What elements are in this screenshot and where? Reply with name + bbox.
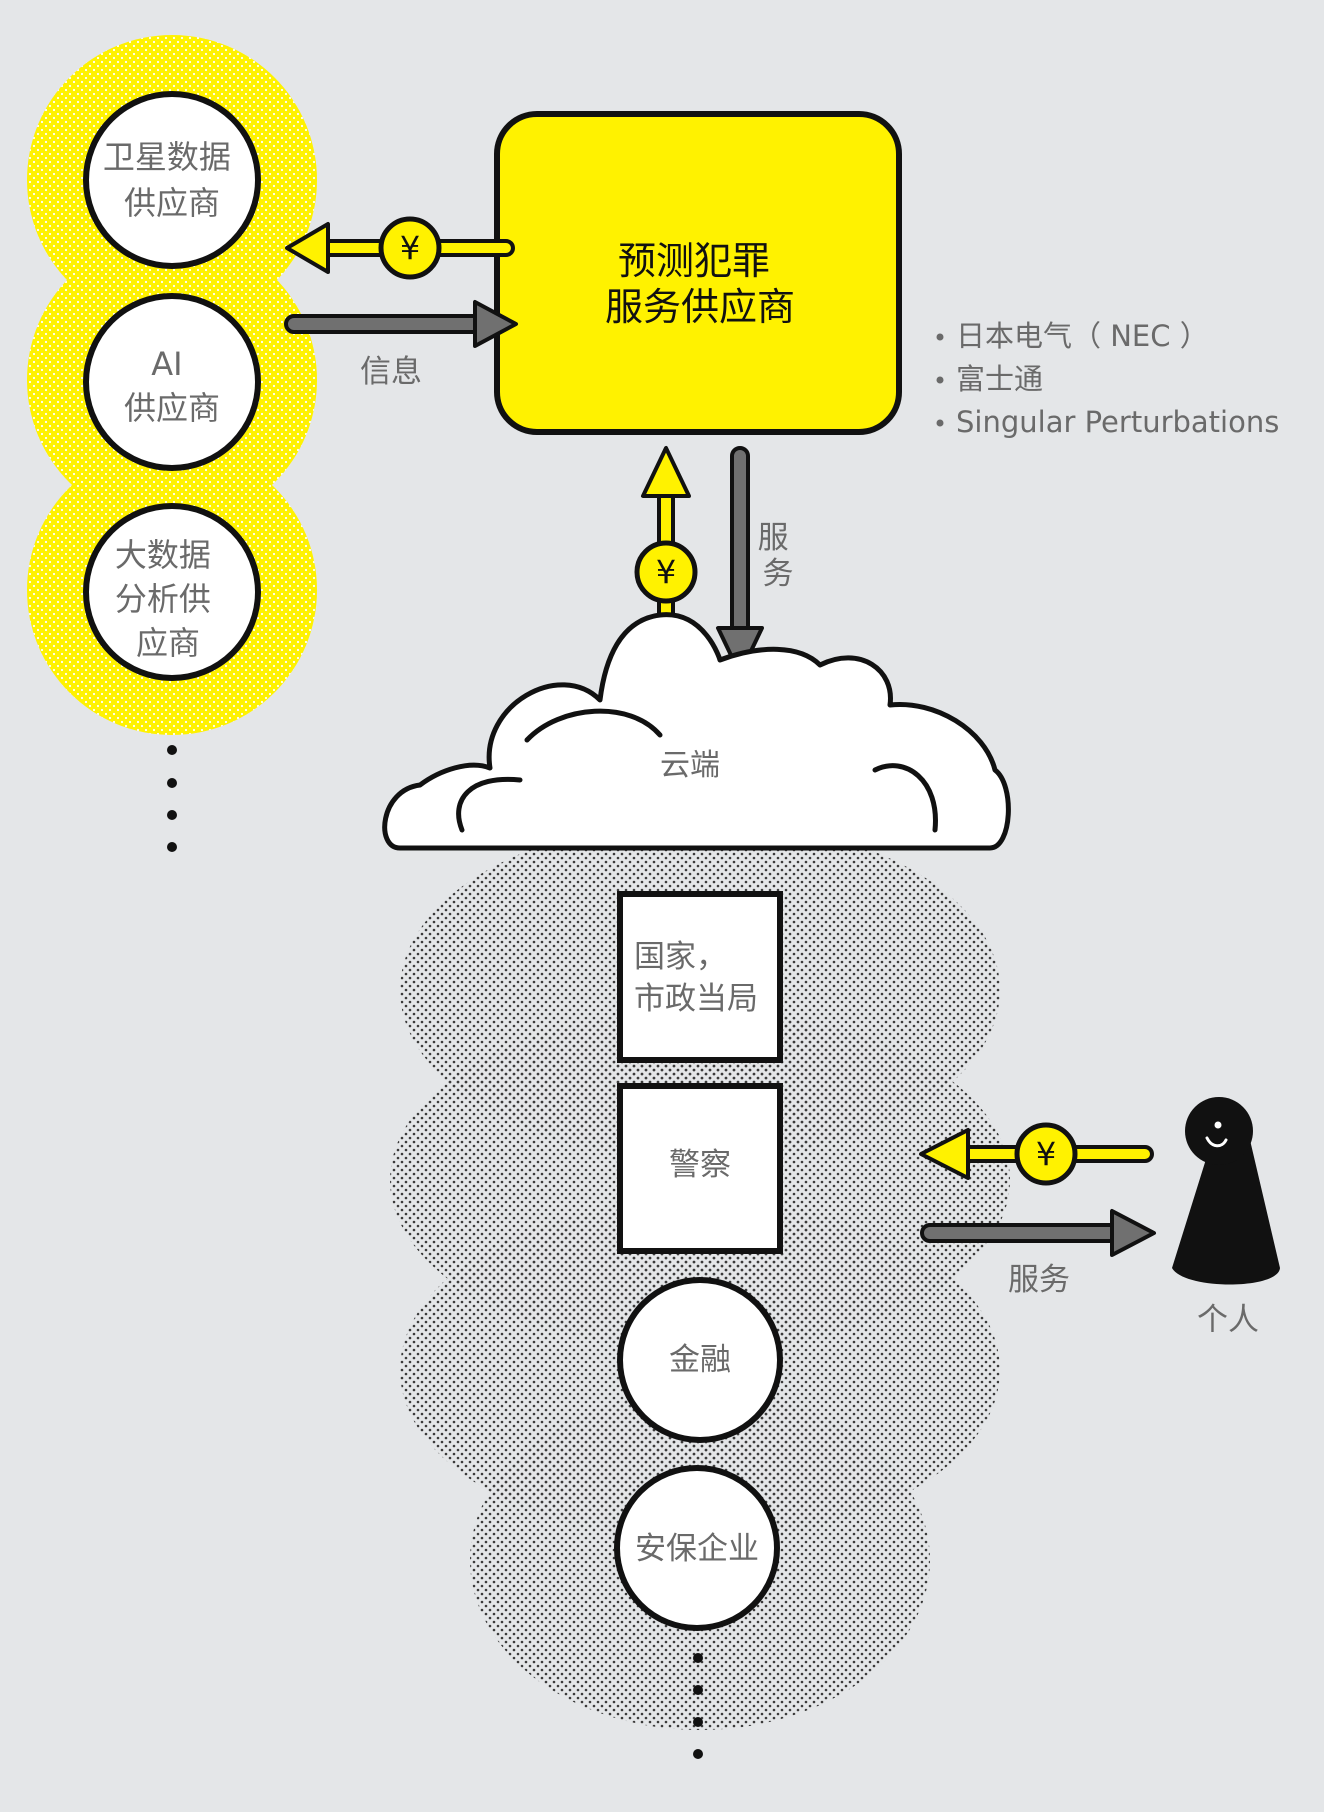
more-suppliers-ellipsis bbox=[167, 745, 177, 852]
payment-arrow-from-individual: ¥ bbox=[919, 1122, 1154, 1186]
cloud-label: 云端 bbox=[660, 748, 720, 783]
yen-coin-icon: ¥ bbox=[1014, 1122, 1078, 1186]
client-label-line: 警察 bbox=[669, 1147, 731, 1183]
supplier-label-line: 大数据 bbox=[115, 536, 211, 574]
provider-example: Singular Perturbations bbox=[956, 405, 1279, 439]
cloud-icon: 云端 bbox=[382, 612, 1011, 851]
client-label-line: 国家， bbox=[634, 939, 727, 975]
client-label-line: 金融 bbox=[669, 1342, 731, 1378]
provider-box: 预测犯罪 服务供应商 bbox=[494, 111, 902, 435]
payment-arrow-to-suppliers: ¥ bbox=[285, 216, 515, 280]
client-finance: 金融 bbox=[617, 1277, 783, 1443]
supplier-satellite-data: 卫星数据 供应商 bbox=[83, 91, 261, 269]
svg-text:¥: ¥ bbox=[656, 553, 676, 591]
service-label-vertical: 服 bbox=[758, 520, 789, 556]
supplier-label-line: 卫星数据 bbox=[103, 138, 231, 176]
client-cluster: 国家， 市政当局 警察 金融 安保企业 bbox=[390, 820, 1010, 1759]
more-clients-ellipsis bbox=[693, 1653, 703, 1759]
client-security-company: 安保企业 bbox=[614, 1465, 780, 1631]
supplier-cluster: 卫星数据 供应商 AI 供应商 大数据 分析供 应商 bbox=[27, 35, 317, 852]
yen-coin-icon: ¥ bbox=[378, 216, 442, 280]
provider-title-line: 预测犯罪 bbox=[618, 239, 770, 283]
client-police: 警察 bbox=[617, 1083, 783, 1254]
svg-text:¥: ¥ bbox=[1036, 1135, 1056, 1173]
svg-text:¥: ¥ bbox=[400, 229, 420, 267]
service-label: 服务 bbox=[1008, 1262, 1070, 1298]
client-label-line: 安保企业 bbox=[635, 1531, 759, 1567]
svg-text:卫星数据 供应商: 卫星数据 供应商 bbox=[103, 138, 241, 222]
supplier-label-line: 供应商 bbox=[124, 389, 220, 427]
svg-text:预测犯罪 服务供应商: 预测犯罪 服务供应商 bbox=[605, 239, 795, 329]
service-label-vertical: 务 bbox=[763, 556, 794, 592]
svg-text:国家， 市政当局: 国家， 市政当局 bbox=[634, 939, 758, 1017]
supplier-label-line: 供应商 bbox=[124, 184, 220, 222]
yen-coin-icon: ¥ bbox=[634, 540, 698, 604]
person-icon bbox=[1172, 1097, 1280, 1285]
information-arrow-to-provider bbox=[284, 300, 518, 348]
service-arrow-to-individual bbox=[920, 1209, 1156, 1257]
supplier-label-line: 应商 bbox=[136, 624, 200, 662]
supplier-label-line: 分析供 bbox=[115, 580, 211, 618]
client-government: 国家， 市政当局 bbox=[617, 891, 783, 1063]
provider-examples-list: 日本电气（ NEC ） 富士通 Singular Perturbations bbox=[936, 319, 1279, 439]
svg-text:服 务: 服 务 bbox=[758, 520, 799, 592]
provider-title-line: 服务供应商 bbox=[605, 285, 795, 329]
client-label-line: 市政当局 bbox=[634, 981, 758, 1017]
supplier-label-line: AI bbox=[151, 345, 182, 383]
provider-example: 富士通 bbox=[956, 362, 1043, 396]
provider-example: 日本电气（ NEC ） bbox=[956, 319, 1209, 353]
supplier-ai: AI 供应商 bbox=[83, 293, 261, 471]
svg-text:AI 供应商: AI 供应商 bbox=[124, 345, 220, 427]
information-label: 信息 bbox=[360, 354, 422, 390]
supplier-big-data-analytics: 大数据 分析供 应商 bbox=[83, 503, 261, 681]
svg-text:大数据 分析供 应商: 大数据 分析供 应商 bbox=[115, 536, 221, 662]
service-arrow-to-cloud bbox=[716, 446, 764, 676]
individual-label: 个人 bbox=[1197, 1302, 1259, 1338]
